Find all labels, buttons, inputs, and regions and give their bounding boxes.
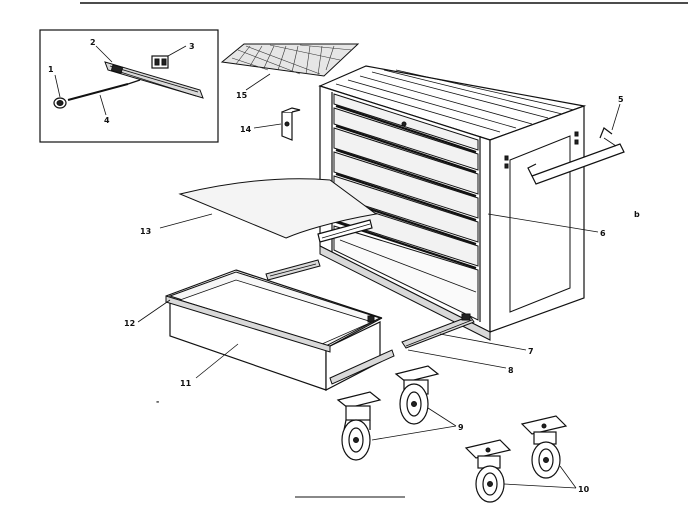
drawer-slide-right (401, 313, 475, 349)
stray-mark-b: b (634, 210, 640, 219)
callout-9: 9 (458, 423, 464, 432)
tool-chest-cabinet (318, 65, 587, 341)
callout-5: 5 (618, 95, 624, 104)
caster-9-left (336, 391, 382, 461)
side-vents (504, 131, 579, 169)
caster-10-left (464, 439, 512, 503)
stray-mark-dash: - (156, 397, 159, 406)
callout-12: 12 (124, 319, 135, 328)
lock-parts-inset: 1 2 3 4 (39, 29, 219, 143)
caster-10-right (520, 415, 568, 479)
lock-bar (104, 61, 204, 99)
callout-14: 14 (240, 125, 252, 134)
callout-6-upper: 6 (600, 229, 606, 238)
drawer-liner: 15 (220, 43, 360, 100)
callout-4: 4 (104, 116, 110, 125)
drawer-slide-left (265, 219, 373, 281)
callout-8: 8 (508, 366, 514, 375)
lock-clip (151, 55, 169, 69)
lock-cylinder (53, 97, 67, 109)
callout-15: 15 (236, 91, 248, 100)
callout-10: 10 (578, 485, 590, 494)
drawer-assembly: 12 11 (124, 269, 395, 391)
callout-13: 13 (140, 227, 151, 236)
drawer-cover-sheet: 13 (140, 178, 378, 239)
callout-7: 7 (528, 347, 534, 356)
callout-3: 3 (189, 42, 195, 51)
handle-bracket: 14 (240, 107, 301, 141)
drawer-fronts (333, 93, 479, 270)
callout-11: 11 (180, 379, 192, 388)
callout-2: 2 (90, 38, 96, 47)
caster-9-right (394, 365, 440, 425)
side-handle: 5 (527, 95, 625, 185)
callout-1: 1 (48, 65, 54, 74)
lock-rod (67, 79, 141, 101)
